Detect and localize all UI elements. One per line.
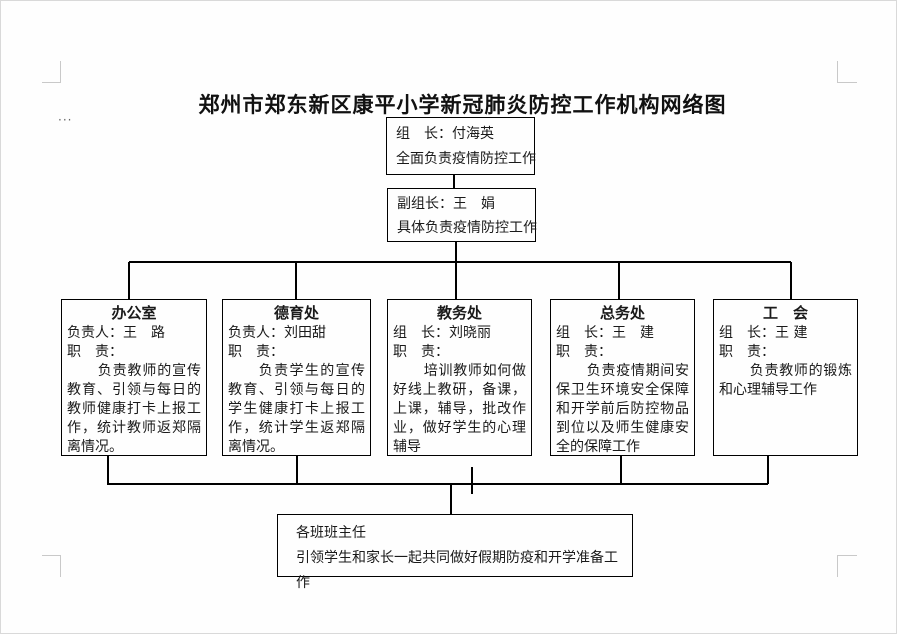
dept-duty-label-academic-affairs: 职 责： [393, 344, 449, 360]
connector-upper-crossbar [129, 261, 791, 263]
dept-duty-label-moral-education: 职 责： [228, 344, 284, 360]
dept-title-general-affairs: 总务处 [599, 304, 645, 322]
connector-academic-affairs-down [471, 467, 473, 494]
dept-head-general-affairs: 组 长：王 建 [556, 325, 654, 341]
text-boundary-mark-bottom-left [42, 555, 61, 577]
text-boundary-mark-top-right [837, 61, 857, 83]
connector-drop-office [128, 262, 130, 299]
collapsed-text-dots: ··· [58, 113, 73, 127]
connector-labor-union-down [767, 456, 769, 484]
dept-duty-label-general-affairs: 职 责： [556, 344, 612, 360]
deputy-duty-line: 具体负责疫情防控工作 [397, 220, 537, 236]
dept-head-office: 负责人：王 路 [67, 325, 165, 341]
text-boundary-mark-top-left [42, 61, 61, 83]
dept-box-moral-education: 德育处 负责人：刘田甜 职 责： 负责学生的宣传教育、引领与每日的学生健康打卡上… [222, 299, 371, 456]
dept-head-moral-education: 负责人：刘田甜 [228, 325, 326, 341]
connector-leader-deputy [453, 175, 455, 188]
page-title: 郑州市郑东新区康平小学新冠肺炎防控工作机构网络图 [198, 93, 727, 117]
class-teachers-line1: 各班班主任 [296, 525, 366, 541]
connector-class-teachers-drop [450, 484, 452, 514]
connector-general-affairs-down [620, 456, 622, 484]
dept-title-labor-union: 工 会 [762, 304, 808, 322]
dept-head-labor-union: 组 长：王 建 [719, 325, 808, 341]
dept-box-academic-affairs: 教务处 组 长：刘晓丽 职 责： 培训教师如何做好线上教研，备课，上课，辅导，批… [387, 299, 532, 456]
dept-box-general-affairs: 总务处 组 长：王 建 职 责： 负责疫情期间安保卫生环境安全保障和开学前后防控… [550, 299, 695, 456]
connector-moral-education-down [296, 456, 298, 484]
dept-duty-general-affairs: 负责疫情期间安保卫生环境安全保障和开学前后防控物品到位以及师生健康安全的保障工作 [556, 363, 689, 455]
connector-drop-general-affairs [618, 262, 620, 299]
leader-duty-line: 全面负责疫情防控工作 [396, 151, 536, 167]
deputy-leader-box: 副组长：王 娟 具体负责疫情防控工作 [387, 188, 537, 242]
class-teachers-line2: 引领学生和家长一起共同做好假期防疫和开学准备工作 [296, 550, 618, 591]
text-boundary-mark-bottom-right [837, 555, 857, 577]
leader-role-line: 组 长：付海英 [396, 126, 494, 142]
connector-office-down [107, 456, 109, 484]
dept-duty-label-office: 职 责： [67, 344, 123, 360]
class-teachers-box: 各班班主任 引领学生和家长一起共同做好假期防疫和开学准备工作 [277, 514, 633, 591]
dept-duty-office: 负责教师的宣传教育、引领与每日的教师健康打卡上报工作，统计教师返郑隔离情况。 [67, 363, 201, 455]
dept-duty-label-labor-union: 职 责： [719, 344, 775, 360]
dept-box-labor-union: 工 会 组 长：王 建 职 责： 负责教师的锻炼和心理辅导工作 [713, 299, 858, 456]
deputy-role-line: 副组长：王 娟 [397, 196, 495, 212]
dept-title-academic-affairs: 教务处 [436, 304, 482, 322]
dept-duty-labor-union: 负责教师的锻炼和心理辅导工作 [719, 363, 852, 398]
dept-duty-academic-affairs: 培训教师如何做好线上教研，备课，上课，辅导，批改作业，做好学生的心理辅导 [393, 363, 526, 455]
dept-duty-moral-education: 负责学生的宣传教育、引领与每日的学生健康打卡上报工作，统计学生返郑隔离情况。 [228, 363, 365, 455]
connector-lower-crossbar [107, 483, 768, 485]
dept-title-moral-education: 德育处 [273, 304, 319, 322]
leader-box: 组 长：付海英 全面负责疫情防控工作 [386, 117, 536, 175]
connector-drop-moral-education [295, 262, 297, 299]
dept-title-office: 办公室 [111, 304, 157, 322]
dept-head-academic-affairs: 组 长：刘晓丽 [393, 325, 491, 341]
connector-drop-labor-union [790, 262, 792, 299]
dept-box-office: 办公室 负责人：王 路 职 责： 负责教师的宣传教育、引领与每日的教师健康打卡上… [61, 299, 207, 456]
connector-deputy-trunk [455, 242, 457, 299]
